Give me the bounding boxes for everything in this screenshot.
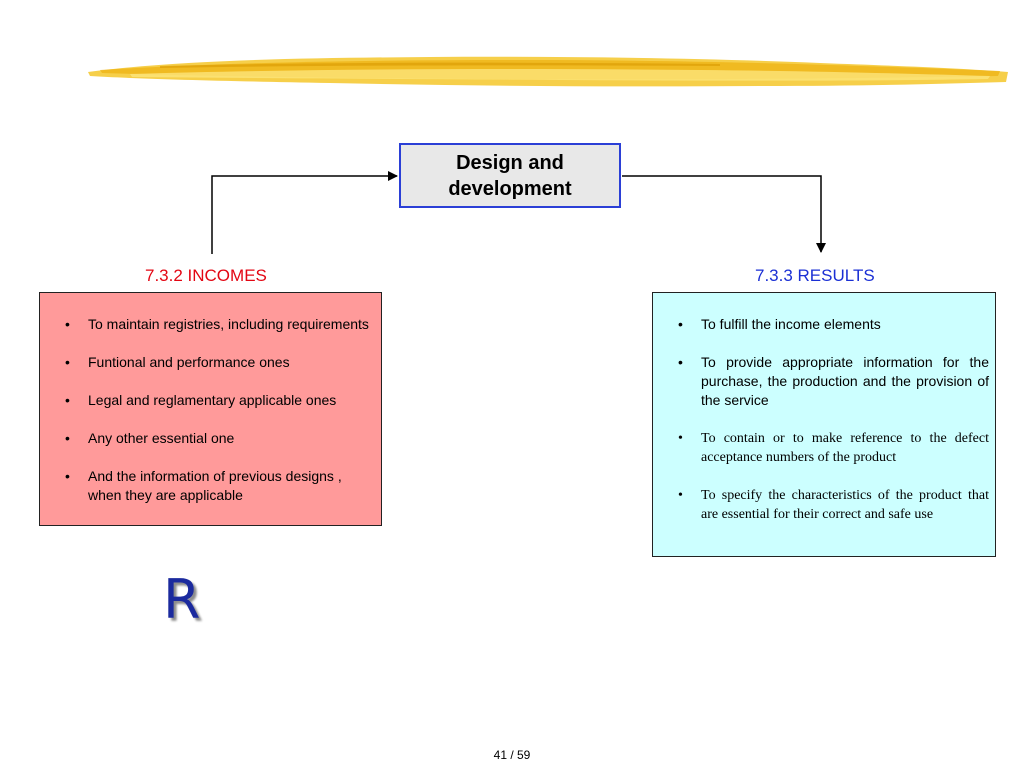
bullet-dot-icon: • — [678, 431, 683, 446]
incomes-to-design-arrow — [211, 171, 398, 254]
design-to-results-arrow — [622, 175, 826, 253]
results-label: 7.3.3 RESULTS — [755, 266, 875, 285]
bullet-dot-icon: • — [65, 316, 70, 332]
incomes-bullet-item: •Any other essential one — [65, 430, 235, 446]
results-bullet-list: •To fulfill the income elements •To prov… — [675, 315, 989, 524]
bullet-dot-icon: • — [65, 354, 70, 370]
bullet-dot-icon: • — [678, 354, 683, 370]
results-bullet-item: •To fulfill the income elements — [678, 316, 881, 332]
bullet-dot-icon: • — [678, 488, 683, 503]
results-panel: •To fulfill the income elements •To prov… — [652, 292, 996, 557]
results-bullet-item: •To contain or to make reference to the … — [678, 431, 989, 465]
incomes-panel: •To maintain registries, including requi… — [39, 292, 382, 526]
incomes-bullet-item: •And the information of previous designs… — [65, 468, 342, 503]
bullet-dot-icon: • — [65, 468, 70, 484]
incomes-bullet-item: •Funtional and performance ones — [65, 354, 290, 370]
incomes-bullet-list: •To maintain registries, including requi… — [62, 315, 371, 505]
page-number: 41 / 59 — [493, 748, 531, 762]
r-logo: R — [163, 568, 201, 631]
brush-stroke-decoration — [88, 56, 1008, 87]
bullet-dot-icon: • — [678, 316, 683, 332]
incomes-bullet-item: •Legal and reglamentary applicable ones — [65, 392, 337, 408]
incomes-label: 7.3.2 INCOMES — [145, 266, 267, 285]
bullet-dot-icon: • — [65, 430, 70, 446]
design-development-box: Design and development — [399, 143, 621, 208]
results-bullet-item: •To specify the characteristics of the p… — [678, 488, 989, 522]
design-development-title: Design and development — [448, 151, 572, 200]
bullet-dot-icon: • — [65, 392, 70, 408]
incomes-bullet-item: •To maintain registries, including requi… — [65, 316, 369, 332]
results-bullet-item: •To provide appropriate information for … — [678, 354, 989, 408]
